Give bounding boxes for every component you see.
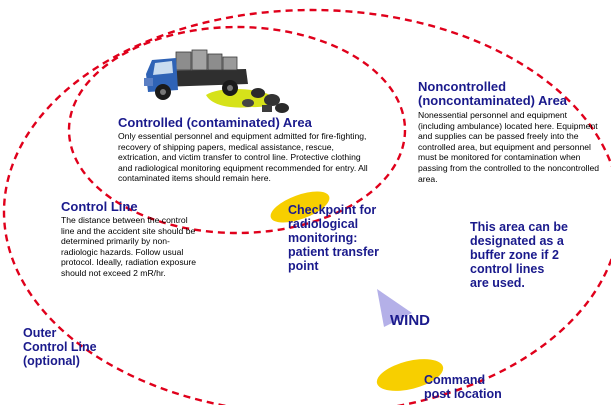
buffer-zone-note-line2: designated as a: [470, 234, 564, 248]
buffer-zone-note-line1: This area can be: [470, 220, 568, 234]
noncontrolled-area-description: Nonessential personnel and equipment (in…: [418, 110, 600, 184]
checkpoint-label-line1: Checkpoint for: [288, 203, 377, 217]
controlled-area-title: Controlled (contaminated) Area: [118, 115, 312, 130]
control-line-description: The distance between the control line an…: [61, 215, 197, 278]
truck-illustration: [144, 49, 289, 113]
checkpoint-label-line5: point: [288, 259, 319, 273]
controlled-area-description: Only essential personnel and equipment a…: [118, 131, 368, 184]
command-post-label-line1: Command: [424, 373, 486, 387]
control-line-boundary: [67, 25, 407, 235]
noncontrolled-area-title-line2: (noncontaminated) Area: [418, 93, 568, 108]
wind-arrow-icon: [377, 289, 412, 327]
command-post-label-line2: post location: [424, 387, 502, 401]
noncontrolled-area-title-line1: Noncontrolled: [418, 79, 507, 94]
wind-label: WIND: [390, 312, 430, 329]
checkpoint-marker: [270, 191, 330, 223]
control-line-title: Control Line: [61, 199, 138, 214]
outer-control-line-label-line2: Control Line: [23, 340, 97, 354]
checkpoint-label-line4: patient transfer: [288, 245, 379, 259]
checkpoint-label-line3: monitoring:: [288, 231, 358, 245]
checkpoint-label-line2: radiological: [288, 217, 359, 231]
command-post-marker: [376, 359, 444, 391]
outer-control-line-label-line3: (optional): [23, 354, 80, 368]
buffer-zone-note-line5: are used.: [470, 276, 525, 290]
buffer-zone-note-line3: buffer zone if 2: [470, 248, 559, 262]
buffer-zone-note-line4: control lines: [470, 262, 545, 276]
outer-control-line-boundary: [2, 8, 611, 405]
outer-control-line-label-line1: Outer: [23, 326, 57, 340]
